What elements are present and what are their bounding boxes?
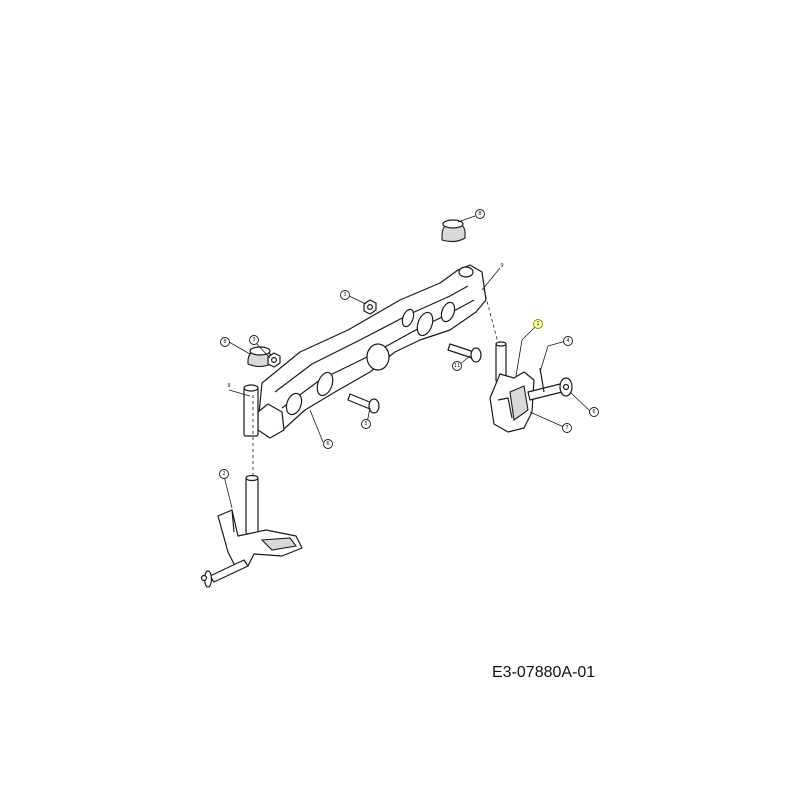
callout-pin-upper[interactable]: 11 [452, 361, 462, 371]
pin-lower [347, 393, 380, 414]
pin-upper [447, 343, 482, 363]
cap-top [441, 219, 466, 243]
callout-pin-lower[interactable]: 5 [361, 419, 371, 429]
callout-label: 7 [565, 425, 568, 431]
callout-bolt-left[interactable]: 9 [227, 383, 230, 389]
callout-label: 6 [326, 441, 329, 447]
callout-nut-left[interactable]: 3 [249, 335, 259, 345]
callout-axle-beam[interactable]: 6 [323, 439, 333, 449]
callout-spindle-right[interactable]: 1 [533, 319, 543, 329]
leader-lines [223, 215, 592, 509]
callout-spindle-right-lower[interactable]: 7 [562, 423, 572, 433]
callout-label: 3 [252, 337, 255, 343]
left-kingpin-sleeve [243, 384, 259, 437]
callout-label: 6 [592, 409, 595, 415]
callout-label: 2 [222, 471, 225, 477]
callout-label: 8 [478, 211, 481, 217]
nut-left [267, 352, 281, 368]
callout-label: 8 [223, 339, 226, 345]
callout-label: 11 [454, 363, 460, 369]
drawing-number: E3-07880A-01 [492, 664, 596, 681]
right-spindle [489, 341, 573, 433]
callout-label: 1 [536, 321, 539, 327]
callout-label: 3 [343, 292, 346, 298]
assembly-axis-right [483, 289, 501, 351]
left-spindle [200, 474, 303, 588]
callout-label: 5 [364, 421, 367, 427]
callout-cotter-pin[interactable]: 4 [563, 336, 573, 346]
callout-nut-center[interactable]: 3 [340, 290, 350, 300]
callout-label: 4 [566, 338, 569, 344]
callout-label: 9 [500, 263, 503, 269]
callout-cap-left[interactable]: 8 [220, 337, 230, 347]
callout-bolt-top-right[interactable]: 9 [500, 263, 503, 269]
callout-label: 9 [227, 383, 230, 389]
callout-cap-top[interactable]: 8 [475, 209, 485, 219]
callout-spindle-left[interactable]: 2 [219, 469, 229, 479]
callout-washer[interactable]: 6 [589, 407, 599, 417]
axle-beam [257, 264, 487, 439]
nut-center [363, 299, 377, 315]
